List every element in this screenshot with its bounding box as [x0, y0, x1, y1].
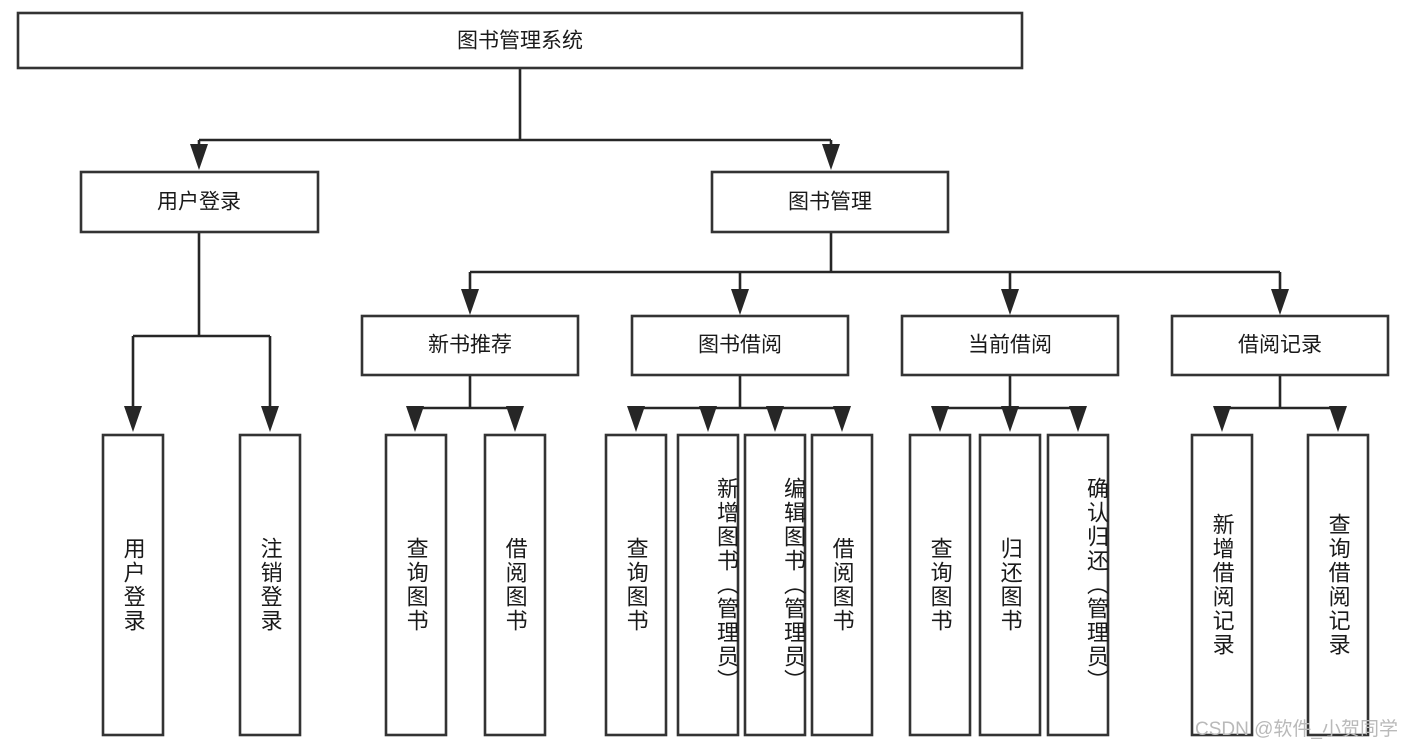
- arrow-to-leaf-add-book: [699, 406, 717, 432]
- node-book-borrow-label: 图书借阅: [698, 334, 782, 357]
- leaf-edit-book-admin[interactable]: [743, 433, 807, 737]
- node-root-book-management-system[interactable]: [16, 11, 1024, 70]
- arrow-to-leaf-query-record: [1329, 406, 1347, 432]
- leaf-query-book-recommend[interactable]: [384, 433, 448, 737]
- leaf-logout[interactable]: [238, 433, 302, 737]
- leaf-query-book-current[interactable]: [908, 433, 972, 737]
- leaf-query-borrow-record[interactable]: [1306, 433, 1370, 737]
- connector-book-borrow-to-leaves: [634, 375, 844, 410]
- node-current-borrow[interactable]: [900, 314, 1120, 377]
- leaf-return-book[interactable]: [978, 433, 1042, 737]
- watermark: CSDN @软件_小贺同学: [1195, 718, 1398, 740]
- arrow-to-leaf-query-book-2: [627, 406, 645, 432]
- connector-user-login-to-leaves: [131, 232, 272, 407]
- node-new-book-recommend-label: 新书推荐: [428, 334, 512, 357]
- node-borrow-records-label: 借阅记录: [1238, 334, 1322, 357]
- leaf-add-book-admin[interactable]: [676, 433, 740, 737]
- arrow-to-leaf-edit-book: [766, 406, 784, 432]
- leaf-add-borrow-record[interactable]: [1190, 433, 1254, 737]
- node-book-borrow[interactable]: [630, 314, 850, 377]
- arrow-to-leaf-logout: [261, 406, 279, 432]
- arrow-to-new-book-recommend: [461, 289, 479, 315]
- arrow-to-book-borrow: [731, 289, 749, 315]
- node-book-management-label: 图书管理: [788, 191, 872, 214]
- arrow-to-leaf-borrow-book-2: [833, 406, 851, 432]
- leaf-confirm-return-admin[interactable]: [1046, 433, 1110, 737]
- arrow-to-leaf-user-login: [124, 406, 142, 432]
- connector-new-book-recommend-to-leaves: [413, 375, 517, 410]
- node-user-login-label: 用户登录: [157, 191, 241, 214]
- connector-book-manage-to-level3: [468, 232, 1282, 290]
- node-borrow-records[interactable]: [1170, 314, 1390, 377]
- arrow-to-leaf-query-book-1: [406, 406, 424, 432]
- arrow-to-leaf-add-record: [1213, 406, 1231, 432]
- arrow-to-leaf-query-book-3: [931, 406, 949, 432]
- leaf-user-login[interactable]: [101, 433, 165, 737]
- node-new-book-recommend[interactable]: [360, 314, 580, 377]
- arrow-to-leaf-borrow-book-1: [506, 406, 524, 432]
- connector-current-borrow-to-leaves: [938, 375, 1080, 410]
- leaf-query-book-borrow[interactable]: [604, 433, 668, 737]
- node-current-borrow-label: 当前借阅: [968, 334, 1052, 357]
- arrow-to-leaf-return-book: [1001, 406, 1019, 432]
- connector-root-to-level2: [197, 68, 833, 145]
- leaf-borrow-book-borrow[interactable]: [810, 433, 874, 737]
- node-root-label: 图书管理系统: [457, 30, 583, 53]
- connector-borrow-records-to-leaves: [1220, 375, 1340, 410]
- arrow-to-current-borrow: [1001, 289, 1019, 315]
- arrow-to-book-manage: [822, 144, 840, 170]
- node-user-login[interactable]: [79, 170, 320, 234]
- arrow-to-borrow-records: [1271, 289, 1289, 315]
- arrow-to-leaf-confirm-return: [1069, 406, 1087, 432]
- leaf-borrow-book-recommend[interactable]: [483, 433, 547, 737]
- arrow-to-user-login: [190, 144, 208, 170]
- node-book-management[interactable]: [710, 170, 950, 234]
